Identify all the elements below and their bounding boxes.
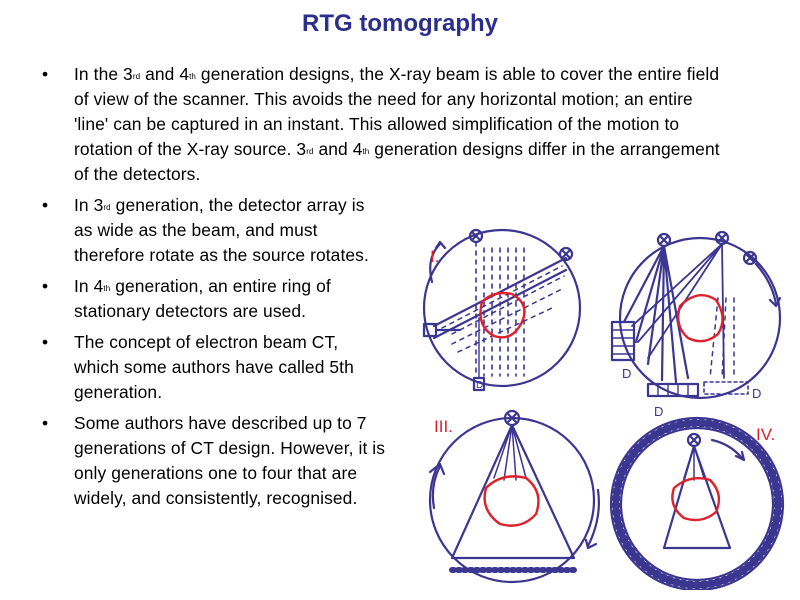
bullet-list: • In the 3rd and 4th generation designs,…: [28, 62, 724, 511]
gen3-object: [483, 475, 540, 527]
bullet-dot: •: [42, 195, 49, 215]
bullet-dot: •: [42, 64, 49, 84]
gen4-detector-ring-inner: [619, 426, 775, 582]
bullet-item: • The concept of electron beam CT, which…: [28, 330, 384, 405]
gen1-gantry-circle: [422, 228, 582, 388]
gen2-detector-label-3: D: [752, 386, 761, 401]
gen2-detector-array: [610, 320, 636, 362]
bullet-item: • Some authors have described up to 7 ge…: [28, 411, 409, 511]
gen2-detector-bottom: [646, 382, 700, 398]
gen2-gantry-circle: [618, 236, 782, 400]
gen2-source-3: [742, 250, 758, 266]
gen2-detector-label-2: D: [654, 404, 663, 419]
gen4-rotation-arrow: [710, 438, 744, 460]
ct-generations-diagram: I. III. IV. D D D D: [422, 228, 785, 590]
gen2-rotation-arrow: [754, 262, 778, 306]
gen2-object: [677, 294, 724, 343]
gen4-fan-beam: [662, 444, 732, 550]
gen3-rotation-arrow: [431, 464, 442, 510]
bullet-text: In 3rd generation, the detector array is…: [74, 195, 369, 265]
gen3-diagram: [428, 409, 600, 584]
bullet-text: Some authors have described up to 7 gene…: [74, 413, 386, 508]
bullet-text: The concept of electron beam CT, which s…: [74, 332, 354, 402]
gen3-label: III.: [434, 417, 453, 436]
gen3-rotation-arrow-2: [586, 488, 600, 548]
bullet-dot: •: [42, 413, 49, 433]
bullet-text: In 4th generation, an entire ring of sta…: [74, 276, 331, 321]
gen2-diagram: [610, 230, 782, 400]
bullet-item: • In 4th generation, an entire ring of s…: [28, 274, 404, 324]
bullet-dot: •: [42, 332, 49, 352]
gen1-object: [479, 291, 526, 339]
gen1-label: I.: [430, 247, 439, 266]
slide-title: RTG tomography: [302, 10, 498, 37]
gen4-object: [671, 477, 721, 522]
gen1-source-2: [558, 246, 574, 262]
gen4-label: IV.: [756, 425, 775, 444]
gen4-detector-ring-outer: [609, 416, 785, 590]
gen1-detector-label: D: [476, 380, 483, 391]
bullet-item: • In 3rd generation, the detector array …: [28, 193, 374, 268]
bullet-text: In the 3rd and 4th generation designs, t…: [74, 64, 720, 184]
gen2-detector-label-1: D: [622, 366, 631, 381]
bullet-item: • In the 3rd and 4th generation designs,…: [28, 62, 724, 187]
gen1-diagram: [422, 228, 582, 392]
gen4-detector-elements: [612, 419, 782, 589]
gen4-diagram: [609, 416, 785, 590]
bullet-dot: •: [42, 276, 49, 296]
